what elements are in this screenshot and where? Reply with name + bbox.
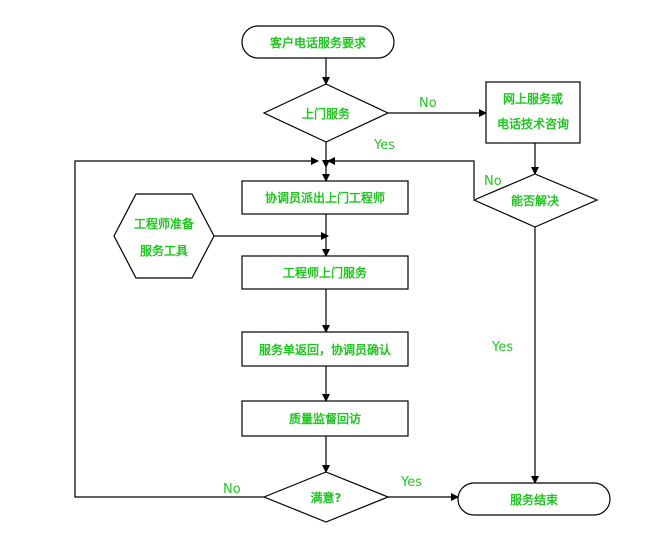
node-engineer-onsite-label: 工程师上门服务 bbox=[283, 265, 368, 280]
node-online-service-label-line1: 网上服务或 bbox=[503, 91, 563, 106]
node-start: 客户电话服务要求 bbox=[241, 25, 395, 59]
node-quality-check: 质量监督回访 bbox=[241, 400, 409, 437]
node-dispatch: 协调员派出上门工程师 bbox=[241, 180, 409, 215]
edge-label-onsite-no: No bbox=[419, 96, 437, 111]
node-resolved-decision: 能否解决 bbox=[472, 173, 599, 228]
node-resolved-decision-label: 能否解决 bbox=[511, 193, 560, 208]
node-end-label: 服务结束 bbox=[510, 492, 559, 507]
node-prepare-tools-label-line1: 工程师准备 bbox=[134, 216, 195, 231]
node-start-label: 客户电话服务要求 bbox=[269, 35, 367, 50]
node-engineer-onsite: 工程师上门服务 bbox=[241, 255, 409, 290]
node-service-return: 服务单返回，协调员确认 bbox=[241, 331, 409, 367]
node-satisfied-decision: 满意? bbox=[262, 471, 390, 523]
node-prepare-tools-label-line2: 服务工具 bbox=[140, 243, 188, 258]
node-end: 服务结束 bbox=[457, 482, 611, 516]
node-dispatch-label: 协调员派出上门工程师 bbox=[265, 190, 385, 205]
node-prepare-tools: 工程师准备 服务工具 bbox=[113, 193, 215, 279]
node-online-service: 网上服务或 电话技术咨询 bbox=[485, 81, 581, 144]
edge-resolved-no-to-merge bbox=[327, 157, 475, 199]
node-onsite-decision: 上门服务 bbox=[262, 83, 390, 143]
edge-label-satisfied-yes: Yes bbox=[400, 475, 422, 490]
node-service-return-label: 服务单返回，协调员确认 bbox=[259, 342, 392, 357]
edge-label-onsite-yes: Yes bbox=[373, 138, 395, 153]
edge-label-resolved-yes: Yes bbox=[491, 340, 513, 355]
node-onsite-decision-label: 上门服务 bbox=[302, 106, 351, 121]
node-satisfied-decision-label: 满意? bbox=[311, 490, 342, 505]
edges bbox=[74, 58, 539, 501]
node-quality-check-label: 质量监督回访 bbox=[289, 411, 361, 426]
edge-label-resolved-no: No bbox=[484, 174, 502, 189]
edge-label-satisfied-no: No bbox=[223, 482, 241, 497]
node-online-service-label-line2: 电话技术咨询 bbox=[497, 116, 569, 131]
edge-satisfied-no-loop bbox=[74, 157, 319, 498]
